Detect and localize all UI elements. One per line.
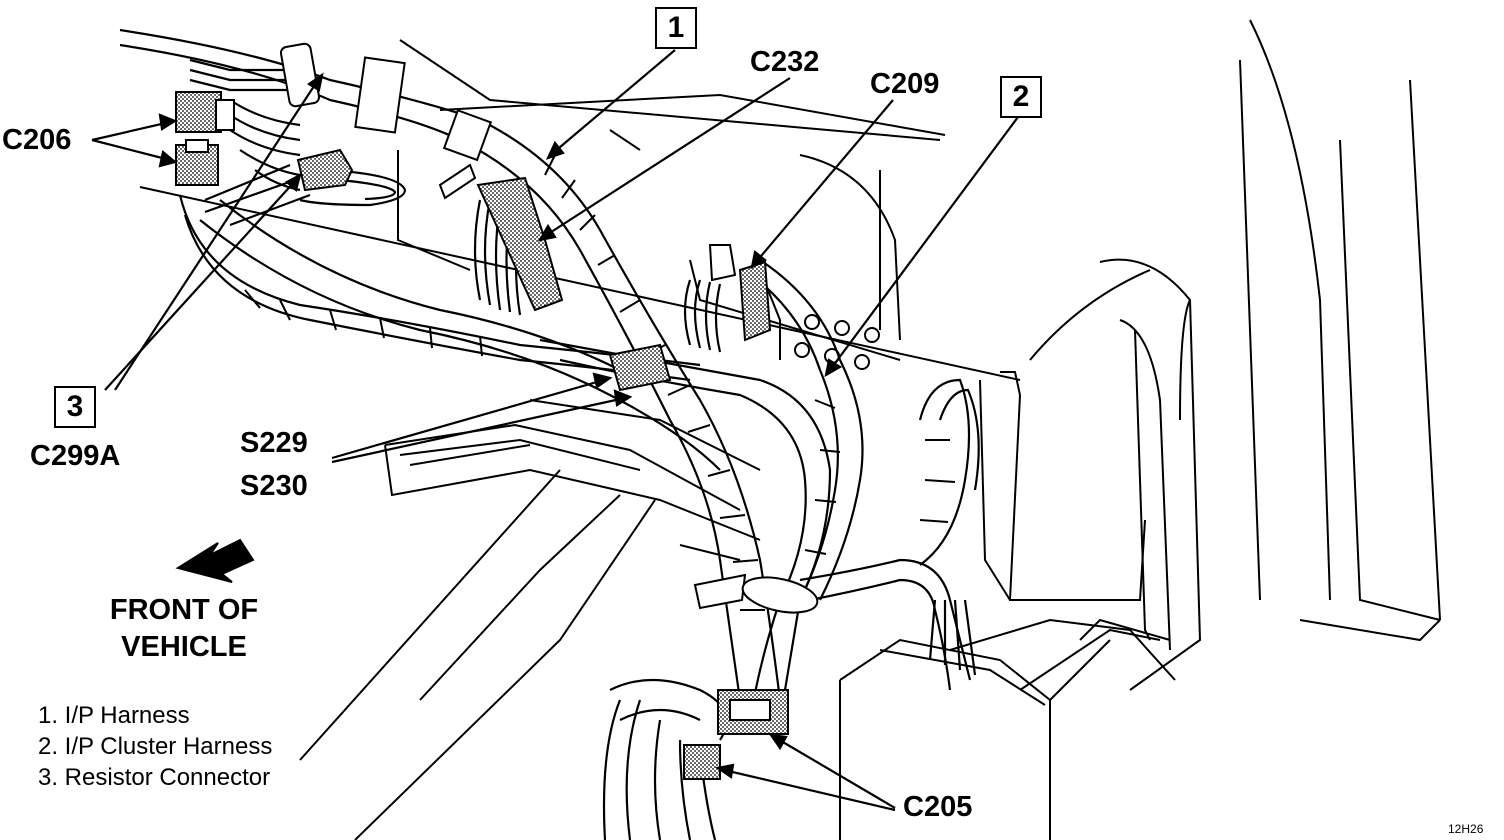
c209-connector: [738, 260, 772, 342]
connectors: [175, 91, 789, 780]
front-of-vehicle-line-2: VEHICLE: [121, 631, 247, 663]
harness-tape-bands: [244, 154, 956, 611]
s229-s230-splice: [608, 343, 672, 392]
harness-bundles: [119, 28, 980, 840]
callout-box-1: 1: [655, 7, 697, 49]
label-s230: S230: [240, 470, 308, 502]
c206-upper-connector: [175, 91, 222, 133]
legend-item: 2. I/P Cluster Harness: [38, 733, 273, 760]
junction-block: [839, 618, 1176, 840]
front-of-vehicle-label: FRONT OF VEHICLE: [96, 592, 272, 666]
callout-box-3: 3: [54, 386, 96, 428]
c299a-resistor-connector: [296, 148, 354, 192]
front-of-vehicle-line-1: FRONT OF: [109, 594, 259, 626]
label-c205: C205: [903, 791, 973, 823]
harness-clips: [279, 42, 819, 614]
leader-lines: [91, 49, 1019, 812]
instrument-panel: [139, 19, 1441, 691]
label-c206: C206: [2, 124, 72, 156]
legend-item: 1. I/P Harness: [38, 702, 190, 729]
callout-box-2: 2: [1000, 76, 1042, 118]
label-c232: C232: [750, 46, 820, 78]
label-c299a: C299A: [30, 440, 121, 472]
c205-lower-connector: [683, 744, 721, 780]
front-of-vehicle-arrow-icon: [175, 538, 255, 583]
label-c209: C209: [870, 68, 940, 100]
legend: 1. I/P Harness 2. I/P Cluster Harness 3.…: [38, 700, 272, 793]
label-s229: S229: [240, 427, 308, 459]
c232-connector: [476, 176, 564, 312]
mounting-screws: [794, 314, 880, 370]
legend-item: 3. Resistor Connector: [38, 764, 271, 791]
figure-code: 12H26: [1448, 822, 1484, 836]
